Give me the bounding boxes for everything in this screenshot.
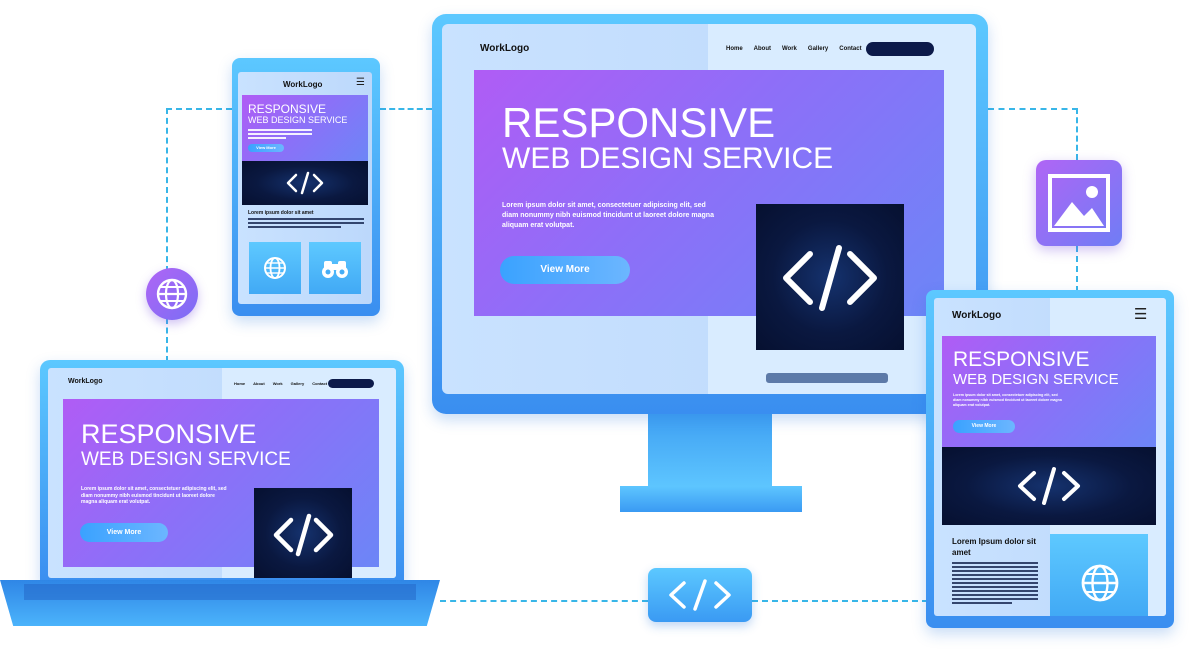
code-panel xyxy=(242,161,368,205)
image-badge xyxy=(1036,160,1122,246)
nav-cta-button[interactable] xyxy=(866,42,934,56)
nav-item-contact[interactable]: Contact xyxy=(839,46,862,52)
logo[interactable]: WorkLogo xyxy=(283,80,323,89)
hero-title-line2: WEB DESIGN SERVICE xyxy=(953,371,1119,388)
laptop-device: WorkLogo Home About Work Gallery Contact RES… xyxy=(40,360,404,584)
connector-line xyxy=(166,318,168,362)
hero-banner: RESPONSIVE WEB DESIGN SERVICE View More xyxy=(242,95,368,163)
desktop-monitor: WorkLogo Home About Work Gallery Contact RES… xyxy=(432,14,988,414)
globe-card[interactable] xyxy=(1050,534,1148,616)
connector-line xyxy=(1076,108,1078,160)
section-body xyxy=(952,562,1038,612)
nav-item-contact[interactable]: Contact xyxy=(312,381,328,386)
connector-line xyxy=(440,600,648,602)
hero-title-line1: RESPONSIVE xyxy=(953,348,1090,371)
code-icon xyxy=(273,513,334,557)
logo[interactable]: WorkLogo xyxy=(480,43,530,54)
tablet-device: WorkLogo ☰ RESPONSIVE WEB DESIGN SERVICE… xyxy=(926,290,1174,628)
image-icon xyxy=(1048,174,1110,232)
hero-title-line2: WEB DESIGN SERVICE xyxy=(248,115,348,125)
code-icon xyxy=(783,245,877,311)
globe-icon xyxy=(156,278,188,310)
logo[interactable]: WorkLogo xyxy=(68,378,103,385)
nav-item-about[interactable]: About xyxy=(753,46,771,52)
nav-menu: Home About Work Gallery Contact xyxy=(726,46,862,52)
view-more-button[interactable]: View More xyxy=(80,523,168,542)
monitor-stand-base xyxy=(620,486,802,512)
laptop-base xyxy=(0,580,440,626)
keyboard-area xyxy=(24,584,416,600)
connector-line xyxy=(166,108,168,272)
section-body xyxy=(248,218,364,234)
code-icon xyxy=(1018,467,1080,505)
nav-menu: Home About Work Gallery Contact xyxy=(234,381,327,386)
logo[interactable]: WorkLogo xyxy=(952,310,1002,321)
hero-body: Lorem ipsum dolor sit amet, consectetuer… xyxy=(81,486,227,505)
code-icon xyxy=(669,579,731,611)
globe-icon xyxy=(1081,564,1119,602)
view-more-button[interactable]: View More xyxy=(500,256,630,284)
menu-icon[interactable]: ☰ xyxy=(356,77,365,88)
nav-item-work[interactable]: Work xyxy=(782,46,797,52)
view-more-button[interactable]: View More xyxy=(953,420,1015,433)
hero-body: Lorem ipsum dolor sit amet, consectetuer… xyxy=(953,393,1062,407)
connector-line xyxy=(166,108,232,110)
nav-item-home[interactable]: Home xyxy=(726,46,743,52)
nav-item-gallery[interactable]: Gallery xyxy=(290,381,305,386)
connector-line xyxy=(380,108,432,110)
section-title: Lorem Ipsum dolor sit amet xyxy=(952,537,1037,557)
hero-title-line2: WEB DESIGN SERVICE xyxy=(502,142,834,175)
phone-screen: WorkLogo ☰ RESPONSIVE WEB DESIGN SERVICE… xyxy=(238,72,372,304)
view-more-button[interactable]: View More xyxy=(248,144,284,152)
nav-item-work[interactable]: Work xyxy=(272,381,283,386)
nav-item-gallery[interactable]: Gallery xyxy=(807,46,829,52)
phone-device: WorkLogo ☰ RESPONSIVE WEB DESIGN SERVICE… xyxy=(232,58,380,316)
menu-icon[interactable]: ☰ xyxy=(1134,305,1148,323)
hero-title-line1: RESPONSIVE xyxy=(248,102,327,116)
nav-item-home[interactable]: Home xyxy=(234,381,246,386)
code-panel xyxy=(942,447,1156,525)
scroll-indicator[interactable] xyxy=(766,373,888,383)
tablet-screen: WorkLogo ☰ RESPONSIVE WEB DESIGN SERVICE… xyxy=(934,298,1166,616)
code-panel xyxy=(254,488,352,578)
monitor-stand-neck xyxy=(648,412,772,488)
globe-card[interactable] xyxy=(249,242,301,294)
code-icon xyxy=(286,171,324,195)
nav-item-about[interactable]: About xyxy=(253,381,265,386)
connector-line xyxy=(988,108,1078,110)
globe-badge xyxy=(146,268,198,320)
hero-body xyxy=(248,129,312,143)
code-badge xyxy=(648,568,752,622)
hero-title-line2: WEB DESIGN SERVICE xyxy=(81,449,291,470)
binoculars-icon xyxy=(322,261,348,278)
hero-banner: RESPONSIVE WEB DESIGN SERVICE Lorem ipsu… xyxy=(942,336,1156,448)
code-panel xyxy=(756,204,904,350)
hero-body: Lorem ipsum dolor sit amet, consectetuer… xyxy=(502,202,714,229)
hero-title-line1: RESPONSIVE xyxy=(502,99,776,146)
nav-cta-button[interactable] xyxy=(328,379,374,388)
laptop-screen: WorkLogo Home About Work Gallery Contact RES… xyxy=(48,368,396,578)
connector-line xyxy=(1076,246,1078,292)
hero-title-line1: RESPONSIVE xyxy=(81,419,257,449)
globe-icon xyxy=(264,257,286,279)
connector-line xyxy=(752,600,928,602)
section-title: Lorem ipsum dolor sit amet xyxy=(248,210,314,216)
desktop-screen: WorkLogo Home About Work Gallery Contact RES… xyxy=(442,24,976,394)
binoculars-card[interactable] xyxy=(309,242,361,294)
